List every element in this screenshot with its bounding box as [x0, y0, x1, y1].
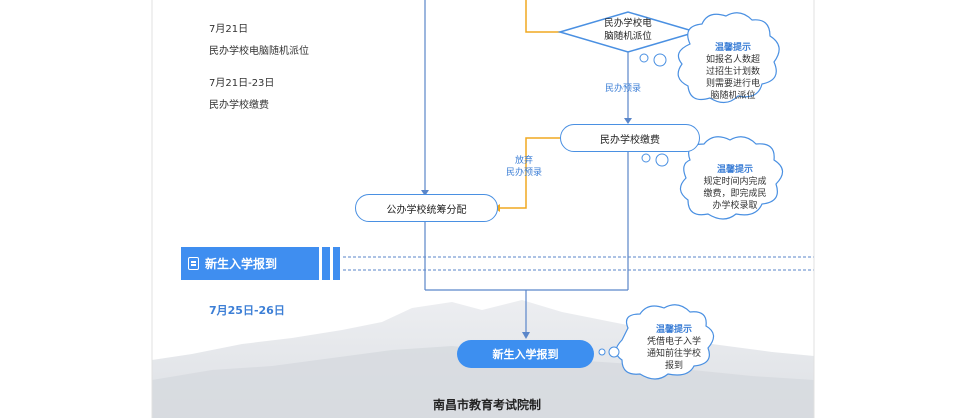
- tip-enrollment-title: 温馨提示: [655, 325, 692, 335]
- stage-enrollment-bar: 新生入学报到: [181, 247, 343, 280]
- stage-enrollment-title: 新生入学报到: [205, 257, 278, 271]
- timeline-date-payment: 7月21日-23日: [209, 78, 275, 89]
- node-enrollment: 新生入学报到: [457, 340, 594, 368]
- document-icon: [188, 257, 199, 270]
- tip-lottery-line: 过招生计划数: [705, 67, 760, 77]
- tip-lottery-line: 如报名人数超: [705, 55, 760, 65]
- edge-label-give-up: 放弃 民办预录: [502, 155, 546, 179]
- tip-lottery-line: 脑随机派位: [710, 91, 756, 101]
- timeline-event-lottery: 民办学校电脑随机派位: [209, 46, 309, 57]
- stage-enrollment-date: 7月25日-26日: [209, 304, 285, 317]
- node-private-payment: 民办学校缴费: [560, 124, 700, 152]
- node-public-allocation: 公办学校统筹分配: [355, 194, 498, 222]
- tip-lottery: 温馨提示 如报名人数超 过招生计划数 则需要进行电 脑随机派位: [690, 42, 776, 102]
- tip-payment-line: 缴费，即完成民: [703, 189, 767, 199]
- node-private-lottery: 民办学校电 脑随机派位: [588, 17, 668, 43]
- tip-enrollment: 温馨提示 凭借电子入学 通知前往学校 报到: [630, 324, 718, 372]
- timeline-event-payment: 民办学校缴费: [209, 100, 269, 111]
- tip-payment-title: 温馨提示: [716, 165, 753, 175]
- tip-payment-line: 规定时间内完成: [703, 177, 767, 187]
- node-private-lottery-line2: 脑随机派位: [604, 31, 652, 42]
- tip-lottery-title: 温馨提示: [714, 43, 751, 53]
- tip-payment-line: 办学校录取: [712, 201, 758, 211]
- timeline-date-lottery: 7月21日: [209, 24, 249, 35]
- tip-lottery-line: 则需要进行电: [705, 79, 760, 89]
- tip-enrollment-line: 通知前往学校: [646, 349, 701, 359]
- edge-label-private-admission: 民办预录: [605, 84, 642, 94]
- edge-label-give-up-line2: 民办预录: [505, 168, 542, 178]
- edge-label-give-up-line1: 放弃: [514, 156, 533, 166]
- stage-stripes: [319, 247, 343, 280]
- tip-payment: 温馨提示 规定时间内完成 缴费，即完成民 办学校录取: [688, 164, 782, 212]
- tip-enrollment-line: 凭借电子入学: [646, 337, 701, 347]
- footer-credit: 南昌市教育考试院制: [432, 398, 541, 412]
- node-private-lottery-line1: 民办学校电: [604, 18, 652, 29]
- tip-enrollment-line: 报到: [664, 361, 683, 371]
